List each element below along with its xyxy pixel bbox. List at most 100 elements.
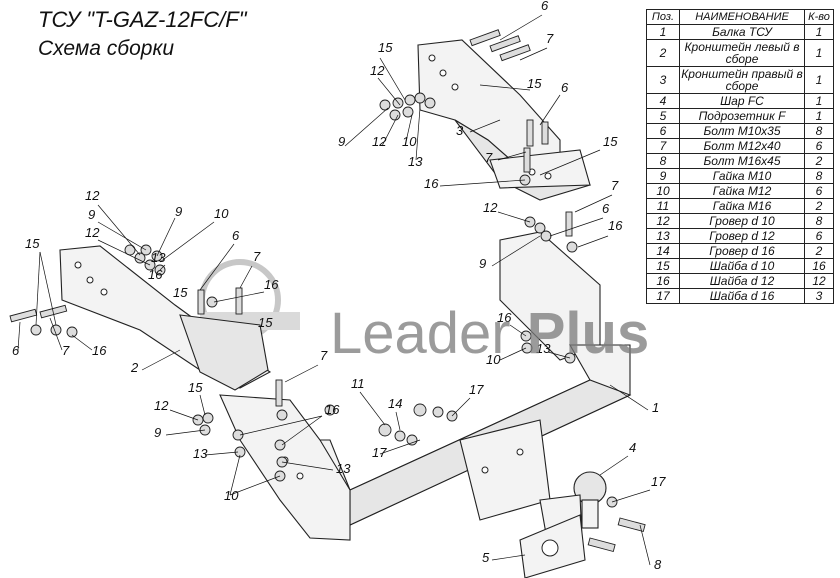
table-cell-pos: 16 [646, 273, 680, 289]
callout-label: 12 [154, 398, 169, 413]
socket-plate [519, 514, 586, 578]
callout-label: 10 [486, 352, 501, 367]
callout-label: 7 [546, 31, 554, 46]
diagram-title: ТСУ "T-GAZ-12FC/F" [38, 7, 247, 32]
table-cell-qty: 6 [804, 183, 834, 199]
callout-label: 5 [482, 550, 490, 565]
table-cell-name: Гровер d 12 [679, 228, 805, 244]
callout-label: 6 [561, 80, 569, 95]
callout-label: 16 [92, 343, 107, 358]
table-cell-name: Шайба d 12 [679, 273, 805, 289]
table-cell-pos: 9 [646, 168, 680, 184]
callout-label: 16 [608, 218, 623, 233]
table-cell-qty: 1 [804, 93, 834, 109]
callout-label: 13 [336, 461, 351, 476]
table-cell-qty: 2 [804, 198, 834, 214]
table-cell-qty: 2 [804, 153, 834, 169]
table-cell-qty: 12 [804, 273, 834, 289]
callout-label: 6 [602, 201, 610, 216]
callout-label: 11 [351, 376, 365, 391]
table-cell-pos: 4 [646, 93, 680, 109]
table-cell-pos: 13 [646, 228, 680, 244]
callout-label: 7 [62, 343, 70, 358]
callout-label: 3 [456, 123, 464, 138]
callout-label: 9 [338, 134, 345, 149]
parts-table-header: Поз. НАИМЕНОВАНИЕ К-во [646, 9, 834, 25]
table-cell-name: Болт М12х40 [679, 138, 805, 154]
callout-label: 16 [424, 176, 439, 191]
table-cell-qty: 2 [804, 243, 834, 259]
table-cell-qty: 1 [804, 39, 834, 67]
leader-lines [17, 14, 651, 566]
table-cell-pos: 12 [646, 213, 680, 229]
callout-label: 15 [527, 76, 542, 91]
callout-label: 6 [232, 228, 240, 243]
callout-label: 12 [85, 225, 100, 240]
table-cell-pos: 3 [646, 66, 680, 94]
callout-label: 7 [253, 249, 261, 264]
table-cell-name: Кронштейн правый в сборе [679, 66, 805, 94]
callout-label: 8 [654, 557, 662, 572]
table-cell-name: Шайба d 10 [679, 258, 805, 274]
table-cell-name: Гровер d 10 [679, 213, 805, 229]
table-cell-qty: 1 [804, 24, 834, 40]
callout-label: 15 [188, 380, 203, 395]
table-cell-name: Шар FC [679, 93, 805, 109]
table-cell-qty: 1 [804, 66, 834, 94]
callout-label: 15 [603, 134, 618, 149]
callout-label: 16 [148, 267, 163, 282]
table-cell-pos: 14 [646, 243, 680, 259]
table-cell-name: Шайба d 16 [679, 288, 805, 304]
table-cell-pos: 8 [646, 153, 680, 169]
callout-label: 10 [224, 488, 239, 503]
watermark-text: Leader Plus [330, 301, 650, 366]
table-cell-pos: 7 [646, 138, 680, 154]
table-cell-pos: 5 [646, 108, 680, 124]
table-cell-qty: 1 [804, 108, 834, 124]
table-cell-name: Гровер d 16 [679, 243, 805, 259]
callout-label: 7 [611, 178, 619, 193]
callout-label: 12 [483, 200, 498, 215]
table-cell-pos: 11 [646, 198, 680, 214]
table-cell-pos: 17 [646, 288, 680, 304]
callout-label: 16 [264, 277, 279, 292]
callout-label: 12 [370, 63, 385, 78]
callout-label: 7 [485, 150, 493, 165]
callout-label: 6 [541, 0, 549, 13]
table-cell-name: Гайка М16 [679, 198, 805, 214]
callout-label: 9 [479, 256, 486, 271]
callout-label: 9 [88, 207, 95, 222]
callout-label: 12 [85, 188, 100, 203]
callout-label: 9 [154, 425, 161, 440]
col-name: НАИМЕНОВАНИЕ [679, 9, 805, 25]
col-pos: Поз. [646, 9, 680, 25]
table-cell-pos: 15 [646, 258, 680, 274]
table-cell-name: Болт М10х35 [679, 123, 805, 139]
table-cell-qty: 3 [804, 288, 834, 304]
callout-label: 17 [651, 474, 666, 489]
table-cell-name: Гайка М10 [679, 168, 805, 184]
right-bracket [417, 39, 592, 201]
table-cell-name: Гайка М12 [679, 183, 805, 199]
callout-label: 13 [151, 250, 166, 265]
table-cell-pos: 10 [646, 183, 680, 199]
table-cell-qty: 8 [804, 123, 834, 139]
table-cell-name: Подрозетник F [679, 108, 805, 124]
callout-label: 13 [193, 446, 208, 461]
